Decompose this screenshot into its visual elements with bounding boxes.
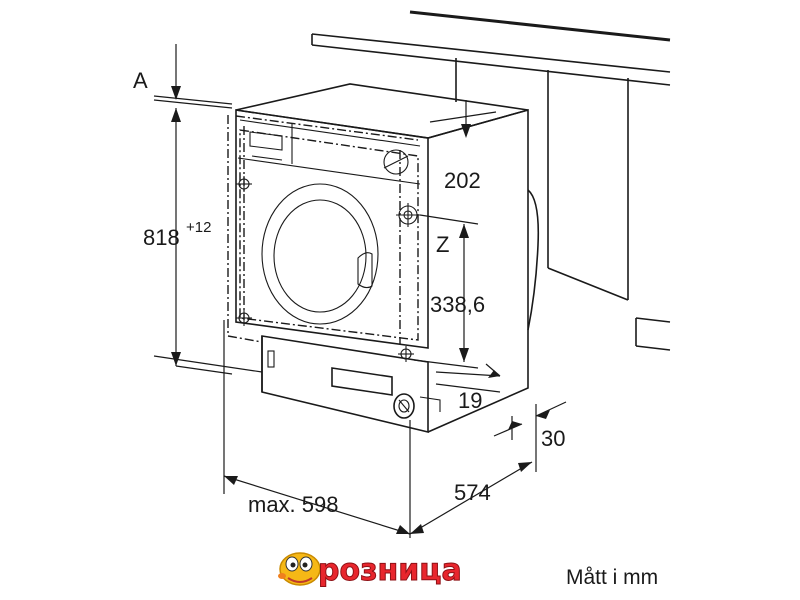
dimension-lines (153, 44, 567, 538)
dim-338-label: 338,6 (430, 292, 485, 317)
dim-a-label: A (133, 68, 148, 93)
dim-19-label: 19 (458, 388, 482, 413)
washing-machine (227, 83, 540, 434)
dim-202-label: 202 (444, 168, 481, 193)
dim-30-label: 30 (541, 426, 565, 451)
dim-818-tolerance: +12 (186, 219, 211, 236)
dim-z-label: Z (436, 232, 449, 257)
rozniza-logo: розница (278, 552, 462, 589)
dim-818-label: 818 (143, 225, 180, 250)
countertop (311, 10, 671, 351)
dim-574-label: 574 (454, 480, 491, 505)
mascot-icon (278, 552, 321, 586)
units-note: Mått i mm (566, 566, 658, 589)
logo-text: розница (318, 553, 462, 588)
dim-max598-label: max. 598 (248, 492, 339, 517)
